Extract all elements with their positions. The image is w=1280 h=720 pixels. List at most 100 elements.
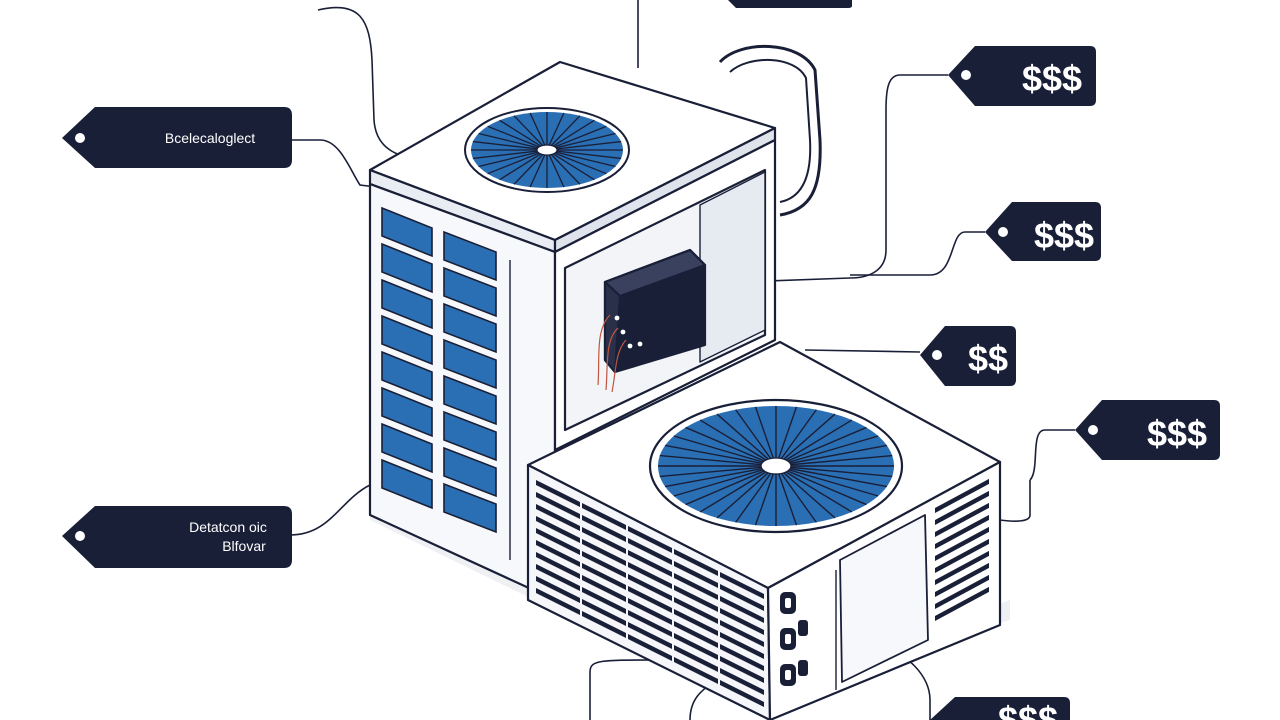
fan-blade [546,149,622,160]
louver-slat [674,561,718,588]
fan-blade [699,419,777,467]
louver-slat [674,549,718,576]
fan-blade [699,465,777,513]
louver-slat [674,585,718,612]
louver-slat [935,538,989,573]
louver-slat [582,539,626,566]
cabinet-louvers [381,206,511,560]
condenser-louvers [536,478,989,707]
fan-blade [775,465,836,519]
fan-blade [546,132,616,151]
tag-right-2-label: $$$ [1034,215,1094,256]
louver-slat [628,538,672,565]
fan-blade [513,115,548,151]
fan-blade [775,444,888,467]
louver-slat [628,586,672,613]
fan-blade [775,465,817,523]
fan-blade [546,149,565,188]
fan-blade [472,149,548,160]
louver-slat [674,573,718,600]
tag-left-bottom: Detatcon oic Blfovar [62,506,292,568]
louver-slat [582,587,626,614]
tag-right-3-label: $$ [968,338,1008,379]
fan-blade [775,413,836,467]
louver-slat [536,492,580,519]
fan-blade [546,115,581,151]
fan-blade [546,149,581,185]
fan-blade [775,419,853,467]
leader-line-top-left [317,6,431,160]
fan-blade [754,406,777,467]
fan-blade [529,112,548,151]
fan-blade [487,149,548,175]
louver-slat [536,504,580,531]
tag-bottom: $$$ [930,697,1070,720]
fan-blade [546,140,622,151]
louver-slat [582,515,626,542]
louver-slat [720,644,764,671]
leader-line-left-top [292,139,401,191]
fan-blade [775,426,867,467]
fan-blade [685,465,777,506]
louver-slat [935,586,989,621]
louver-slat [720,596,764,623]
fan-blade [529,149,548,188]
louver-slat [536,480,580,507]
louver-slat [582,611,626,638]
fan-blade [735,465,777,523]
tag-left-top-label: Bcelecaloglect [165,130,255,146]
leader-line-right-4 [1029,429,1075,481]
louver-slat [935,550,989,585]
louver-slat [935,490,989,525]
louver-slat [628,550,672,577]
fan-blade [775,409,817,467]
fan-blade [735,409,777,467]
fan-blade [499,149,548,181]
fan-blade [673,465,777,497]
leader-line-right-1 [739,74,948,283]
louver-slat [628,574,672,601]
louver-slat [674,645,718,672]
fan-blade [546,119,595,151]
fan-blade [775,465,888,488]
fan-blade [659,465,777,478]
louver-slat [720,632,764,659]
louver-slat [935,562,989,597]
louver-slat [536,540,580,567]
fan-blade [546,125,607,151]
fan-blade [673,435,777,467]
louver-slat [720,584,764,611]
tag-right-4-label: $$$ [1147,413,1207,454]
fan-blade [499,119,548,151]
condenser-fan [648,398,904,534]
fan-blade [716,413,777,467]
tag-right-3: $$ [920,326,1016,386]
louver-slat [536,528,580,555]
louver-slat [582,599,626,626]
fan-blade [546,149,607,175]
tag-top-partial [728,0,852,8]
fan-blade [659,454,777,467]
cabinet-louver-column-left [381,206,433,510]
louver-slat [536,588,580,615]
fan-blade [775,435,879,467]
fan-blade [487,125,548,151]
tag-bottom-label: $$$ [998,699,1058,720]
louver-slat [720,572,764,599]
cabinet-louver-column-right [443,230,497,534]
fan-blade [775,465,879,497]
louver-slat [628,562,672,589]
fan-blade [775,465,798,526]
louver-slat [536,564,580,591]
fan-blade [685,426,777,467]
louver-slat [582,563,626,590]
louver-slat [628,622,672,649]
louver-slat [674,597,718,624]
fan-blade [754,465,777,526]
louver-slat [720,656,764,683]
fan-blade [664,465,777,488]
cabinet-top-fan [464,107,630,193]
leader-line-right-2 [850,231,985,276]
fan-blade [775,454,893,467]
